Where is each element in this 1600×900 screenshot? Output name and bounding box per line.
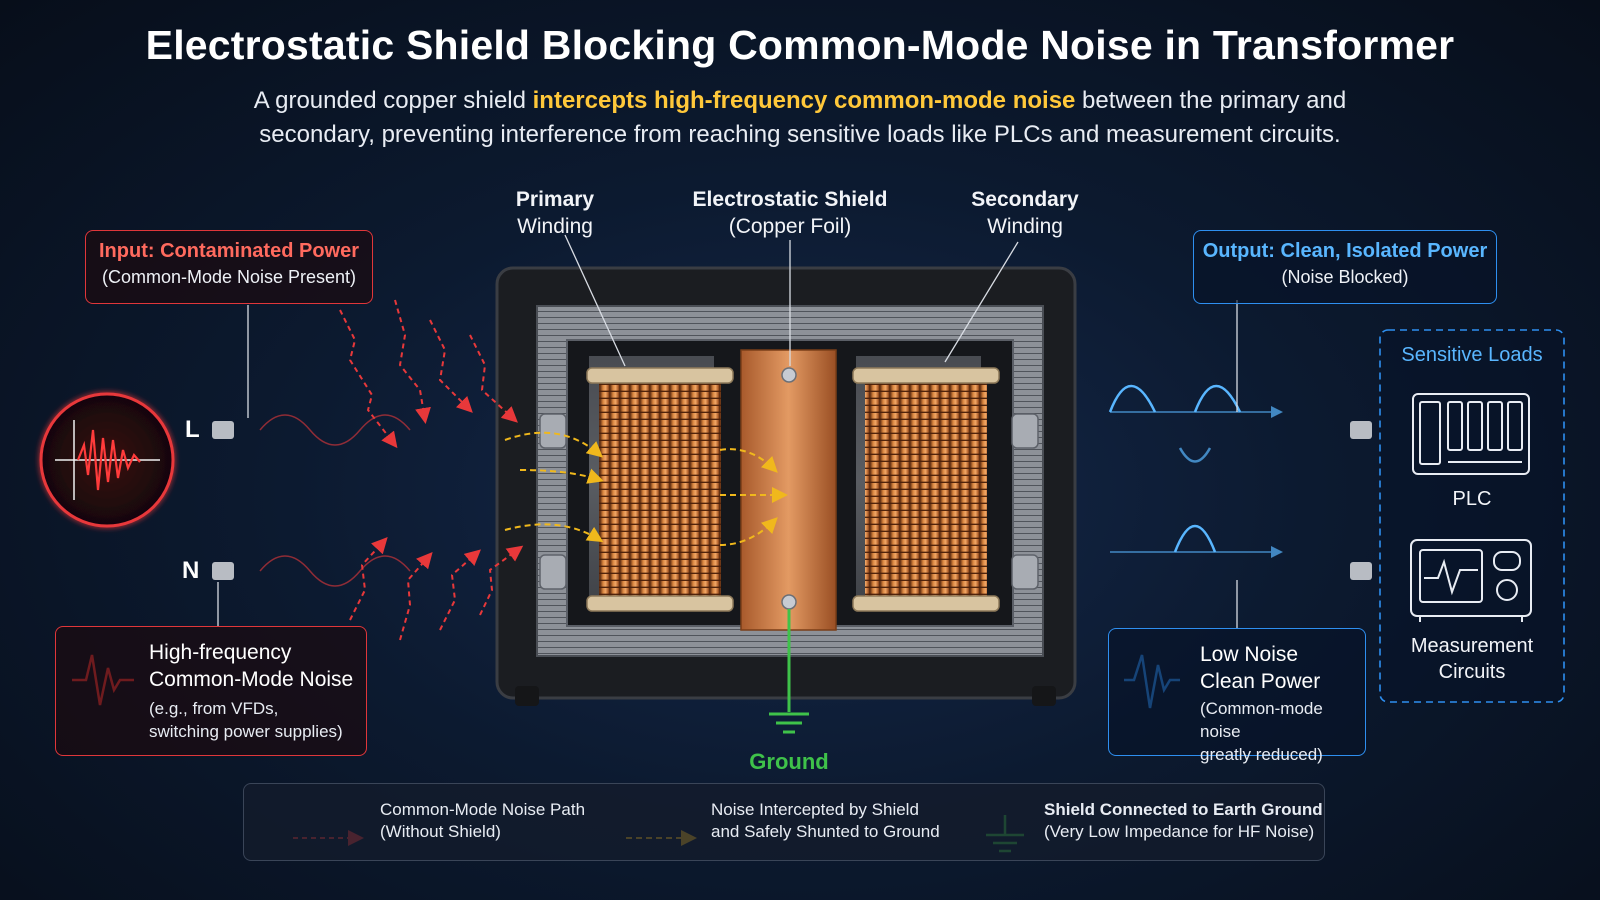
legend-intercept-line1: Noise Intercepted by Shield — [711, 800, 919, 819]
input-wires — [212, 413, 567, 590]
measurement-label: Measurement Circuits — [1380, 633, 1564, 685]
shield-label-line2: (Copper Foil) — [728, 215, 852, 238]
legend-item-ground: Shield Connected to Earth Ground (Very L… — [1044, 799, 1323, 843]
clean-waves — [1108, 384, 1283, 558]
shield-label: Electrostatic Shield (Copper Foil) — [680, 186, 900, 240]
primary-winding-label: Primary Winding — [480, 186, 630, 240]
sensitive-loads-box — [1379, 329, 1565, 703]
clean-box-details: (Common-mode noise greatly reduced) — [1200, 697, 1365, 766]
legend-item-intercepted: Noise Intercepted by Shield and Safely S… — [711, 799, 940, 843]
input-power-box: Input: Contaminated Power (Common-Mode N… — [85, 230, 373, 304]
input-box-title: Input: Contaminated Power — [99, 240, 359, 262]
output-wires — [1011, 413, 1372, 590]
noise-box-line1: High-frequency — [149, 641, 292, 664]
subtitle-highlight: intercepts high-frequency common-mode no… — [532, 87, 1076, 114]
clean-box-line2: Clean Power — [1200, 670, 1321, 693]
output-box-sub: (Noise Blocked) — [1281, 267, 1409, 287]
primary-label-line1: Primary — [515, 188, 595, 211]
clean-info-box: Low Noise Clean Power (Common-mode noise… — [1108, 628, 1366, 764]
noise-box-heading: High-frequency Common-Mode Noise — [149, 639, 353, 693]
legend-noise-line1: Common-Mode Noise Path — [380, 800, 586, 819]
neutral-label: N — [182, 557, 200, 584]
legend-item-noise-path: Common-Mode Noise Path (Without Shield) — [380, 799, 585, 843]
sensitive-loads-title: Sensitive Loads — [1401, 344, 1543, 366]
secondary-label-line2: Winding — [987, 215, 1063, 238]
output-box-title: Output: Clean, Isolated Power — [1202, 240, 1488, 262]
primary-coil — [586, 367, 734, 612]
measurement-icon — [1410, 539, 1532, 622]
legend-intercept-line2: and Safely Shunted to Ground — [711, 822, 940, 841]
secondary-winding-label: Secondary Winding — [945, 186, 1105, 240]
measurement-label-line1: Measurement — [1410, 635, 1534, 657]
noise-source-icon — [39, 392, 175, 528]
line-label: L — [185, 416, 200, 443]
intercept-paths — [504, 431, 788, 546]
noise-box-details: (e.g., from VFDs, switching power suppli… — [149, 697, 343, 743]
clean-box-line4: greatly reduced) — [1200, 745, 1323, 764]
page-subtitle: A grounded copper shield intercepts high… — [200, 84, 1400, 152]
label-leaders — [217, 234, 1238, 628]
legend-ground-line2: (Very Low Impedance for HF Noise) — [1044, 822, 1315, 841]
output-power-box: Output: Clean, Isolated Power (Noise Blo… — [1193, 230, 1497, 304]
clean-box-line3: (Common-mode noise — [1200, 699, 1323, 741]
plc-label: PLC — [1452, 488, 1492, 510]
secondary-coil — [852, 367, 1000, 612]
clean-box-line1: Low Noise — [1200, 643, 1299, 666]
noise-paths — [259, 299, 524, 641]
noise-info-box: High-frequency Common-Mode Noise (e.g., … — [55, 626, 367, 756]
ground-label: Ground — [749, 749, 829, 774]
subtitle-part1: A grounded copper shield — [253, 87, 533, 114]
copper-shield-plate — [740, 349, 837, 631]
input-box-sub: (Common-Mode Noise Present) — [101, 267, 357, 287]
subtitle-part2: between the primary and secondary, preve… — [259, 87, 1347, 148]
primary-label-line2: Winding — [517, 215, 593, 238]
noise-box-line4: switching power supplies) — [149, 722, 343, 741]
secondary-label-line1: Secondary — [971, 188, 1079, 211]
page-title: Electrostatic Shield Blocking Common-Mod… — [145, 22, 1455, 68]
ground-connection — [769, 609, 809, 734]
shield-label-line1: Electrostatic Shield — [692, 188, 888, 211]
legend-ground-line1: Shield Connected to Earth Ground — [1044, 800, 1323, 819]
measurement-label-line2: Circuits — [1438, 661, 1506, 683]
noise-box-line3: (e.g., from VFDs, — [149, 699, 279, 718]
noise-box-line2: Common-Mode Noise — [149, 668, 354, 691]
legend-noise-line2: (Without Shield) — [380, 822, 501, 841]
plc-icon — [1412, 393, 1530, 475]
legend: Common-Mode Noise Path (Without Shield) … — [243, 783, 1325, 861]
clean-box-heading: Low Noise Clean Power — [1200, 641, 1320, 695]
